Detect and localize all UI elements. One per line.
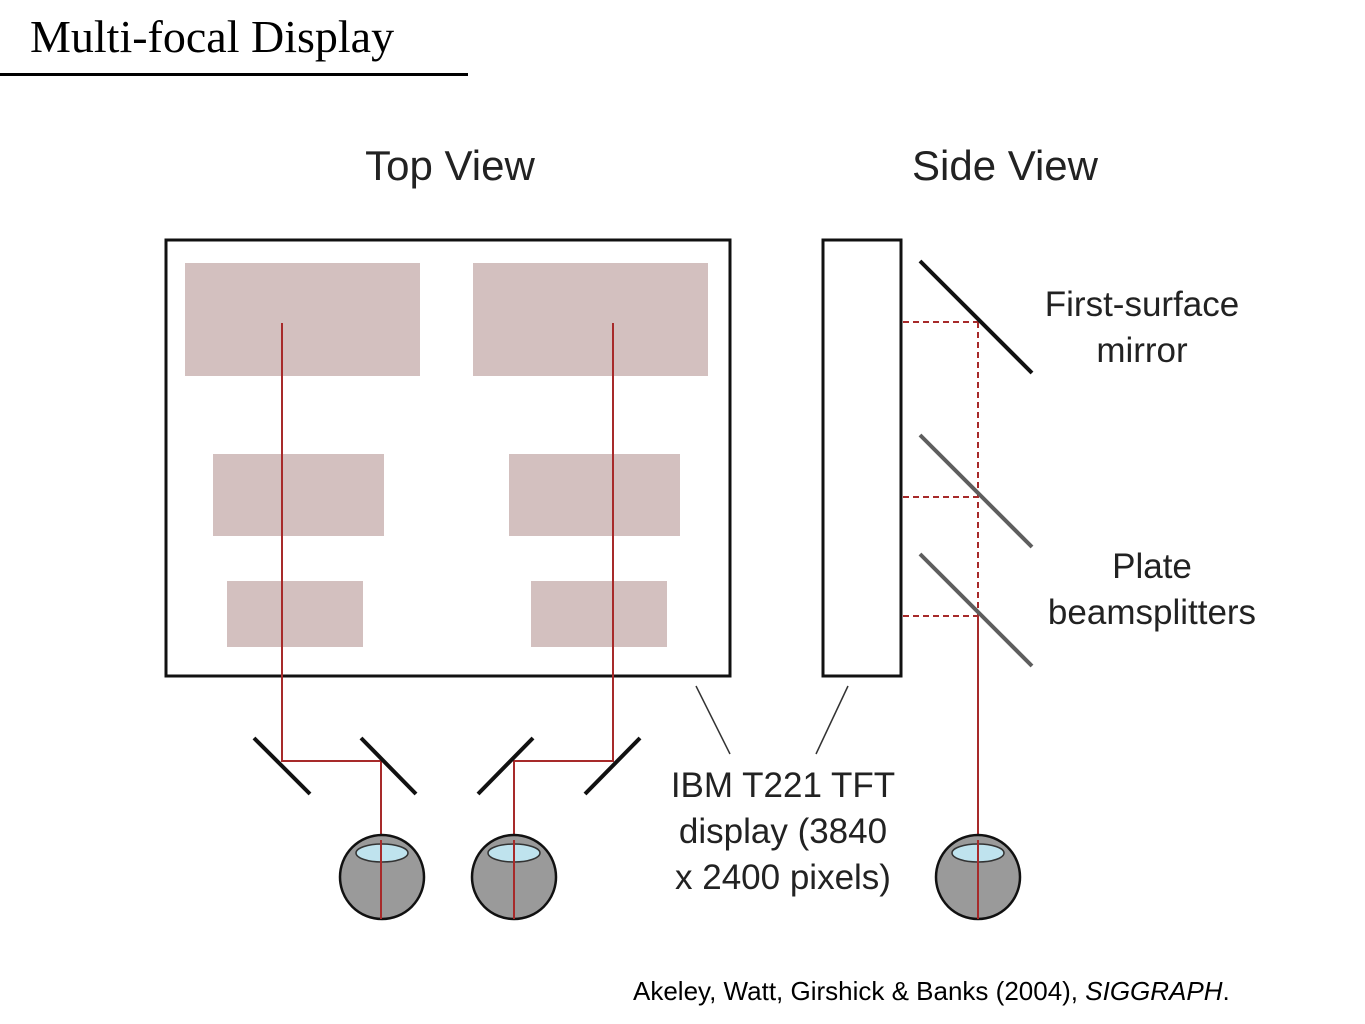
left-near-image-plane	[227, 581, 363, 647]
right-near-image-plane	[531, 581, 667, 647]
side-view-heading: Side View	[912, 142, 1099, 189]
display-label-line2: display (3840	[679, 812, 887, 851]
citation-venue: SIGGRAPH	[1085, 976, 1223, 1006]
side-view: First-surface mirror Plate beamsplitters	[821, 238, 1256, 921]
beamsplitters-label-line2: beamsplitters	[1048, 593, 1256, 632]
right-mid-image-plane	[509, 454, 680, 536]
display-label-line1: IBM T221 TFT	[671, 766, 895, 805]
left-far-image-plane	[185, 263, 420, 376]
beamsplitters-label-line1: Plate	[1112, 547, 1192, 586]
first-surface-mirror-label-line1: First-surface	[1045, 285, 1239, 324]
top-view	[164, 238, 732, 921]
top-view-heading: Top View	[365, 142, 535, 189]
citation-period: .	[1222, 976, 1230, 1006]
right-outer-mirror	[583, 736, 642, 796]
display-label-line3: x 2400 pixels)	[675, 858, 891, 897]
left-eye	[338, 833, 426, 921]
callout-line-top-view	[695, 685, 731, 755]
display-callout: IBM T221 TFT display (3840 x 2400 pixels…	[671, 685, 895, 897]
left-inner-mirror	[359, 736, 418, 796]
left-mid-image-plane	[213, 454, 384, 536]
left-outer-mirror	[252, 736, 312, 796]
lower-plate-beamsplitter	[918, 552, 1034, 668]
upper-plate-beamsplitter	[918, 433, 1034, 549]
side-view-display-frame	[821, 238, 903, 678]
right-far-image-plane	[473, 263, 708, 376]
citation: Akeley, Watt, Girshick & Banks (2004), S…	[633, 976, 1230, 1007]
first-surface-mirror	[918, 259, 1034, 375]
title-underline	[0, 73, 468, 76]
right-inner-mirror	[476, 736, 535, 796]
slide-title: Multi-focal Display	[30, 11, 395, 62]
citation-authors: Akeley, Watt, Girshick & Banks (2004),	[633, 976, 1086, 1006]
first-surface-mirror-label-line2: mirror	[1096, 331, 1188, 370]
right-eye	[470, 833, 558, 921]
side-view-eye	[934, 833, 1022, 921]
callout-line-side-view	[815, 685, 849, 755]
